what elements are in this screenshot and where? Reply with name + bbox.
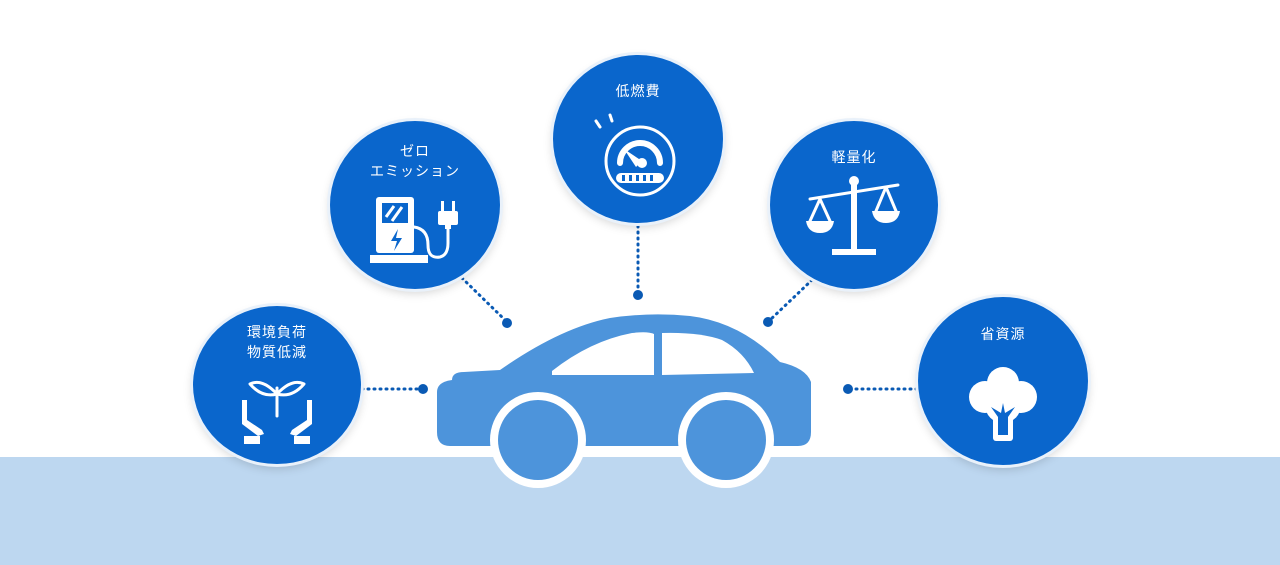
car-wheel-rear bbox=[686, 400, 766, 480]
car-window-front bbox=[552, 332, 654, 375]
connector-dot-environment bbox=[418, 384, 428, 394]
plant-hands-icon bbox=[242, 380, 312, 444]
badge-environment-label: 環境負荷 物質低減 bbox=[247, 325, 307, 361]
badge-zero-emission: ゼロ エミッション bbox=[330, 121, 500, 289]
badge-fuel-economy: 低燃費 bbox=[553, 55, 723, 223]
ground-band bbox=[0, 457, 1280, 565]
connector-dot-fuel-economy bbox=[633, 290, 643, 300]
speedometer-icon bbox=[594, 113, 676, 197]
connector-dot-zero-emission bbox=[502, 318, 512, 328]
badge-fuel-economy-label: 低燃費 bbox=[615, 84, 661, 100]
badge-lightweight-label: 軽量化 bbox=[831, 150, 877, 166]
charging-station-icon bbox=[370, 197, 458, 263]
connector-dot-resource-saving bbox=[843, 384, 853, 394]
badge-zero-emission-label: ゼロ エミッション bbox=[370, 144, 460, 180]
badge-lightweight: 軽量化 bbox=[770, 121, 938, 289]
badge-resource-saving-label: 省資源 bbox=[980, 327, 1026, 343]
badge-resource-saving: 省資源 bbox=[918, 297, 1088, 465]
connector-lightweight bbox=[768, 278, 814, 322]
tree-icon bbox=[969, 367, 1037, 441]
balance-scale-icon bbox=[806, 176, 900, 255]
car-wheel-front bbox=[498, 400, 578, 480]
connector-zero-emission bbox=[460, 276, 507, 322]
car-illustration bbox=[437, 314, 811, 488]
connector-dot-lightweight bbox=[763, 317, 773, 327]
badge-environment: 環境負荷 物質低減 bbox=[193, 306, 361, 464]
car-window-rear bbox=[662, 332, 754, 375]
